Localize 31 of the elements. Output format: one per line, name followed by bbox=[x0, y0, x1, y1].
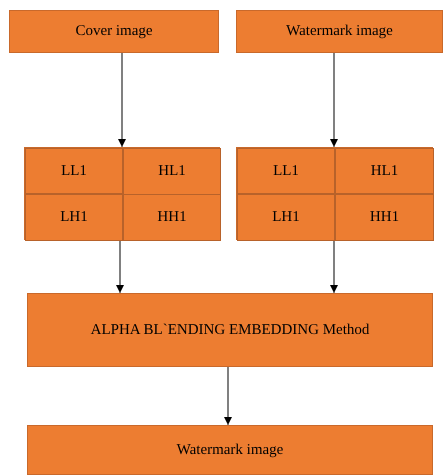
arrow bbox=[330, 52, 338, 148]
node-label: LL1 bbox=[61, 162, 87, 180]
node-label: ALPHA BL`ENDING EMBEDDING Method bbox=[90, 320, 370, 340]
subband-cell bbox=[25, 148, 123, 194]
subband-cell bbox=[237, 194, 335, 241]
arrow bbox=[118, 52, 126, 148]
node-label: Watermark image bbox=[176, 440, 284, 460]
node-label: HH1 bbox=[370, 208, 400, 227]
node-label: HL1 bbox=[370, 162, 398, 180]
subband-cell bbox=[123, 148, 221, 195]
subband-cell bbox=[335, 194, 434, 241]
arrow bbox=[116, 240, 124, 294]
process-box bbox=[9, 10, 219, 53]
process-box bbox=[236, 10, 443, 53]
node-label: HL1 bbox=[158, 162, 186, 181]
node-label: LL1 bbox=[273, 162, 299, 180]
node-label: LH1 bbox=[272, 208, 300, 227]
process-box bbox=[27, 425, 433, 475]
node-label: Watermark image bbox=[286, 22, 393, 41]
node-label: Cover image bbox=[75, 22, 153, 41]
subband-cell bbox=[25, 194, 123, 241]
subband-cell bbox=[335, 148, 434, 194]
subband-grid bbox=[24, 147, 220, 240]
node-label: HH1 bbox=[157, 208, 187, 227]
arrow bbox=[224, 366, 232, 426]
node-label: LH1 bbox=[60, 208, 88, 227]
process-box bbox=[27, 293, 433, 367]
arrow bbox=[330, 240, 338, 294]
subband-grid bbox=[236, 147, 433, 240]
subband-cell bbox=[123, 194, 221, 241]
subband-cell bbox=[237, 148, 335, 194]
